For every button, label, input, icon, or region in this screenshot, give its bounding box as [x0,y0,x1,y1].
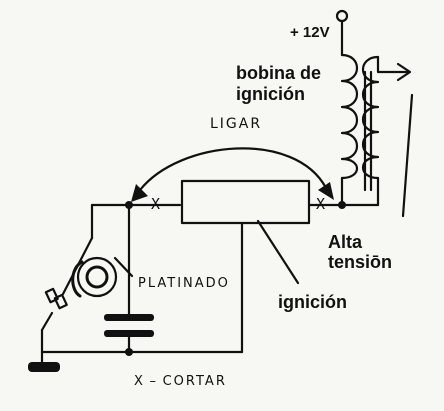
supply-terminal [337,11,347,21]
points-label: PLATINADO [138,276,230,291]
ignition-label: ignición [278,292,347,312]
capacitor-plate-bottom [104,330,154,337]
junction-dot-right [338,201,346,209]
mark-left: X [151,195,161,213]
secondary-output-wire [378,57,408,72]
points-contact-b [55,295,67,308]
junction-dot-bottom [125,348,133,356]
junction-dot-left [125,201,133,209]
ligar-arrowhead-right [318,182,334,200]
cam-lobe [73,262,82,296]
switch-label: LIGAR [210,116,263,132]
coil-label-line1: bobina de [236,63,321,83]
capacitor-plate-top [104,314,154,321]
coil-label-line2: ignición [236,84,305,104]
ignition-module-box [182,181,309,223]
coil-primary [342,55,357,178]
ignition-pointer [258,221,298,283]
points-arm-lower [42,313,52,330]
cut-label: X – CORTAR [134,374,227,389]
mark-right: X [316,195,326,213]
cam-outer [78,258,116,296]
high-voltage-wire [403,95,412,216]
ground-symbol [28,362,60,372]
cam-inner [87,267,107,287]
points-contact-a [46,289,58,302]
ligar-arrowhead-left [131,184,148,202]
ligar-arc [140,148,326,190]
supply-label: + 12V [290,24,330,41]
high-voltage-label-line1: Alta [328,232,363,252]
high-voltage-label-line2: tensiōn [328,252,393,272]
secondary-output-arrow [398,64,410,80]
